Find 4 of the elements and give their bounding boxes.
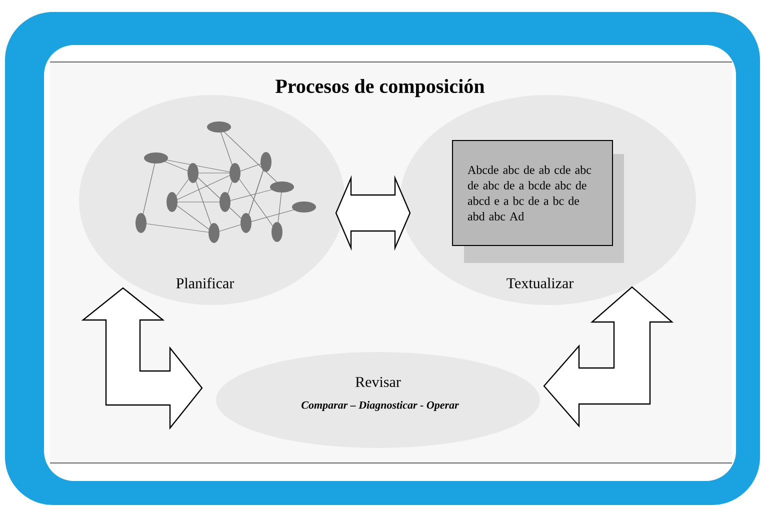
title: Procesos de composición	[276, 78, 484, 98]
block-arrow	[335, 175, 411, 251]
text-box: Abcde abc de ab cde abc de abc de a bcde abc de abcd e a bc de a bc de abd abc Ad	[452, 140, 624, 263]
block-arrow	[543, 286, 674, 428]
